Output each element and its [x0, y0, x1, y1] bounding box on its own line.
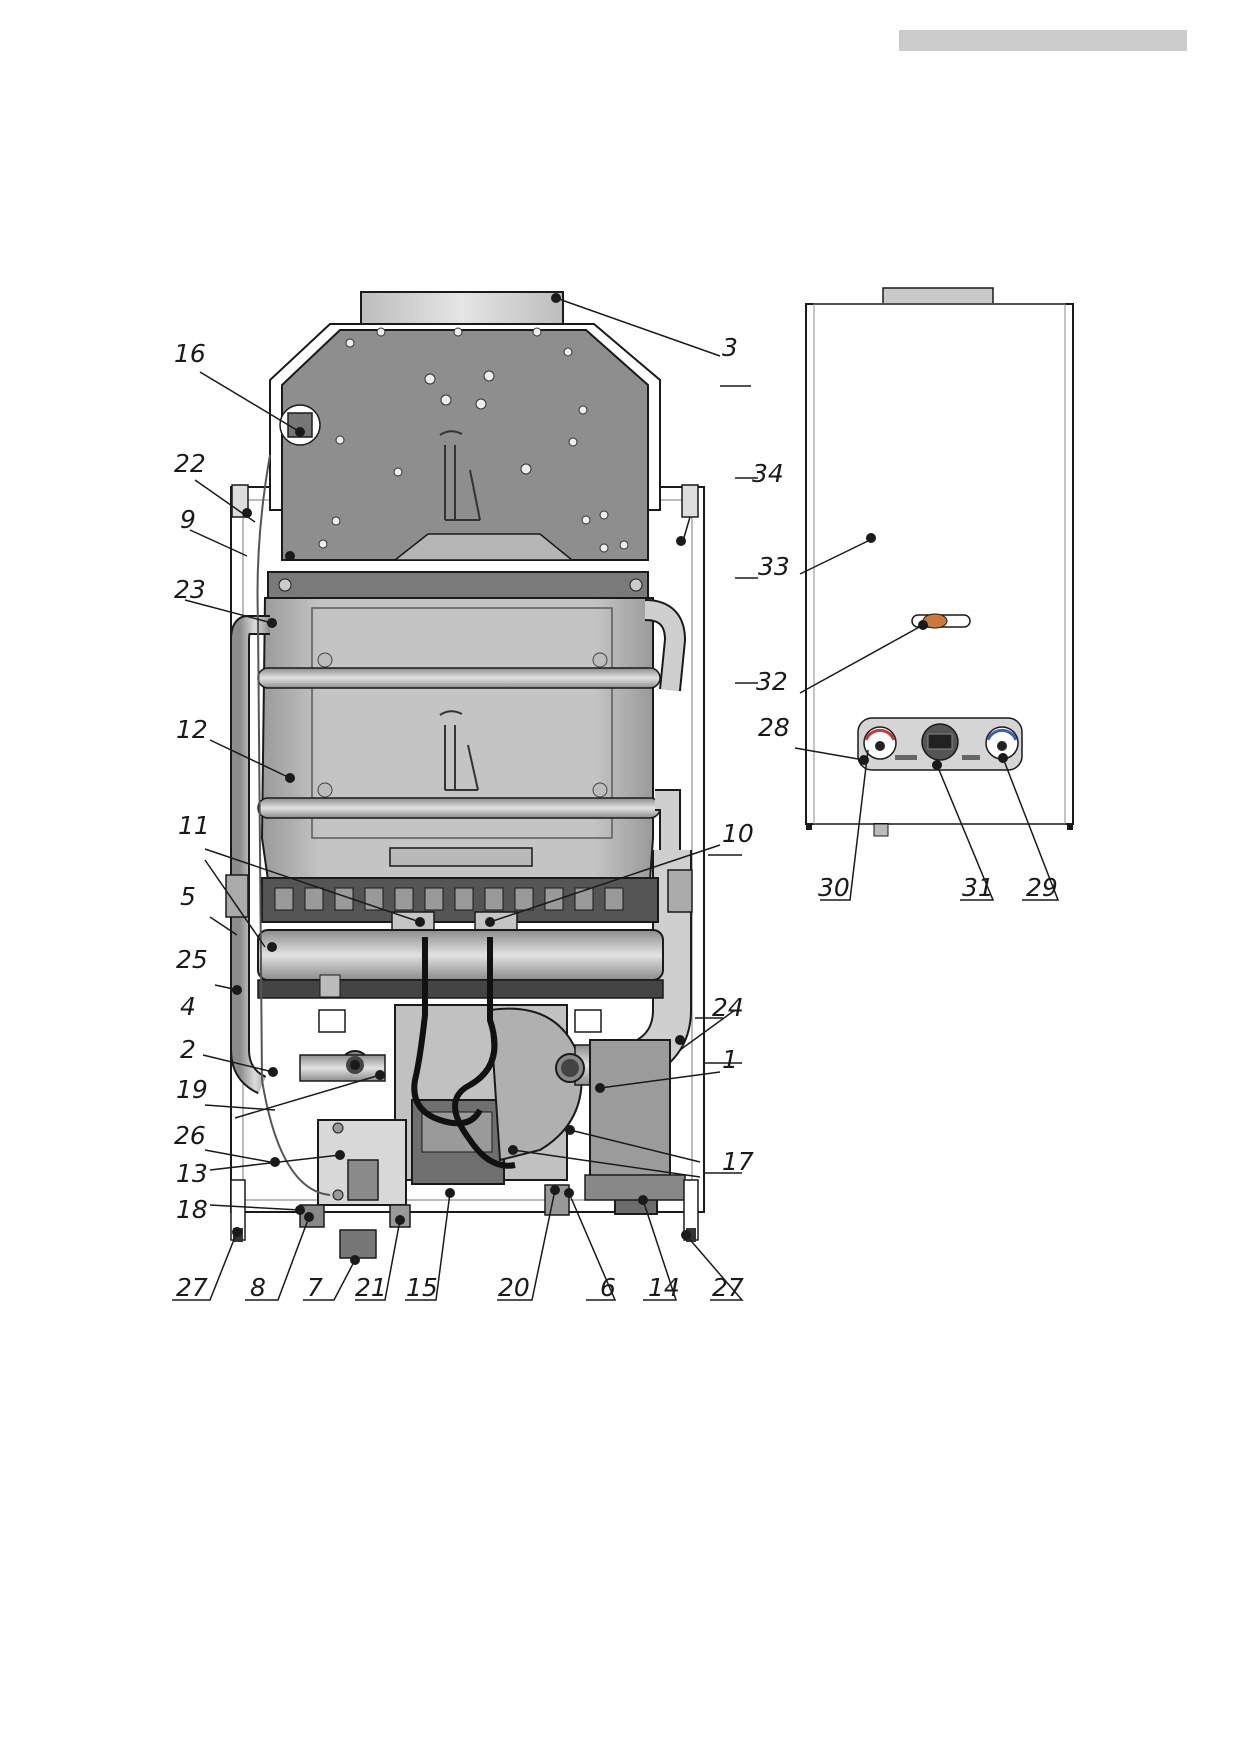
callout-15: 15 [406, 1273, 438, 1302]
callout-24: 24 [712, 993, 744, 1022]
hood-holes [318, 327, 629, 553]
callout-28: 28 [758, 713, 790, 742]
coil-tube-lower [257, 797, 661, 819]
callout-29: 29 [1026, 873, 1058, 902]
callout-5: 5 [180, 882, 196, 911]
callout-16: 16 [174, 339, 206, 368]
internal-view [225, 291, 705, 1259]
hood-logo [439, 430, 481, 521]
callout-26: 26 [174, 1121, 206, 1150]
external-view [805, 287, 1074, 837]
callout-6: 6 [600, 1273, 616, 1302]
callout-22: 22 [174, 449, 206, 478]
callout-3: 3 [722, 333, 738, 362]
callout-9: 9 [180, 505, 196, 534]
header-bar [899, 30, 1187, 51]
hood-opening [392, 533, 575, 561]
flue-outlet [882, 287, 994, 306]
ignition-cable-right [452, 937, 516, 1169]
callout-4: 4 [180, 992, 196, 1021]
callout-labels: 1 2 3 4 5 6 7 8 9 10 11 12 13 14 15 16 1… [174, 333, 1058, 1302]
callout-31: 31 [962, 873, 994, 902]
callout-21: 21 [355, 1273, 387, 1302]
callout-20: 20 [498, 1273, 530, 1302]
callout-7: 7 [307, 1273, 323, 1302]
coil-tube-upper [257, 667, 661, 689]
callout-10: 10 [722, 819, 754, 848]
callout-13: 13 [176, 1159, 208, 1188]
leader-dots [232, 293, 1008, 1265]
callout-11: 11 [178, 811, 210, 840]
callout-12: 12 [176, 715, 208, 744]
callout-33: 33 [758, 552, 790, 581]
callout-8: 8 [250, 1273, 266, 1302]
callout-23: 23 [174, 575, 206, 604]
callout-1: 1 [722, 1045, 738, 1074]
pipe-left [232, 617, 270, 1093]
exchanger-panel [311, 607, 613, 839]
burner-nozzles [274, 887, 624, 911]
callout-27-left: 27 [176, 1273, 208, 1302]
water-block [589, 1039, 671, 1181]
callout-25: 25 [176, 945, 208, 974]
callout-14: 14 [648, 1273, 680, 1302]
frame-hook-right [681, 484, 699, 518]
callout-30: 30 [818, 873, 850, 902]
flue-collar [360, 291, 564, 325]
callout-27-right: 27 [712, 1273, 744, 1302]
exchanger-logo [439, 710, 479, 791]
callout-17: 17 [722, 1147, 754, 1176]
callout-34: 34 [752, 459, 784, 488]
callout-32: 32 [756, 667, 788, 696]
ignition-cable-left [411, 937, 483, 1127]
draft-hood [281, 329, 649, 561]
sensor-wire [256, 454, 331, 1196]
callout-19: 19 [176, 1075, 208, 1104]
exchanger-bracket [267, 571, 649, 599]
water-inlet-fitting [339, 1229, 377, 1259]
callout-18: 18 [176, 1195, 208, 1224]
gas-manifold [257, 929, 664, 981]
callout-2: 2 [180, 1035, 196, 1064]
